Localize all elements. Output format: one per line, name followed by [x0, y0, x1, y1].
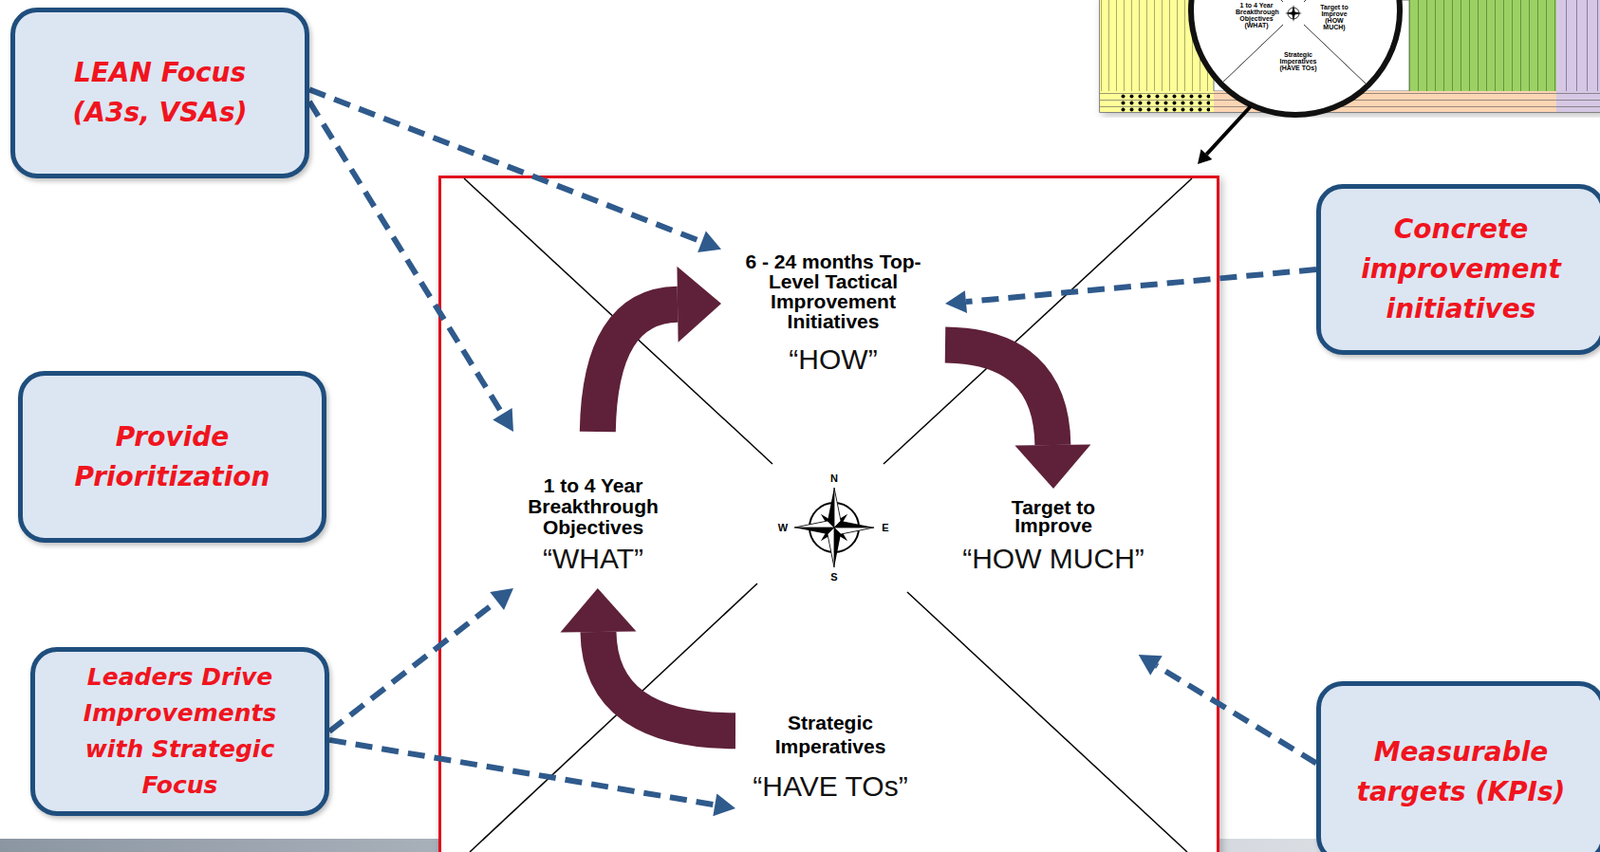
quadrant-heading: 1 to 4 Year Breakthrough Objectives	[521, 475, 665, 539]
compass-rose	[794, 487, 875, 568]
pointer-line	[329, 601, 498, 732]
pointer-arrowhead	[697, 231, 722, 253]
matrix-square	[440, 177, 1219, 852]
quadrant-heading: 6 - 24 months Top-Level Tactical Improve…	[741, 251, 927, 332]
pointer-line	[309, 89, 702, 242]
magnifier-lens	[1190, 0, 1400, 115]
dashed-pointer-arrow	[309, 101, 514, 432]
pointer-line	[329, 740, 715, 805]
callout-box: Leaders Drive Improvements with Strategi…	[30, 647, 330, 817]
mini-diagonal	[1303, 0, 1389, 2]
callout-box: Provide Prioritization	[18, 371, 327, 543]
thumbnail-dots	[1119, 92, 1210, 112]
magnifier-arrow	[1206, 106, 1251, 155]
cycle-arrow	[945, 345, 1091, 490]
mini-diagonal	[1198, 24, 1284, 106]
callout-text: LEAN Focus (A3s, VSAs)	[41, 53, 279, 133]
thumbnail-grid	[1556, 0, 1600, 92]
dashed-pointer-arrow	[329, 740, 736, 817]
cycle-arrowhead	[559, 588, 636, 633]
dashed-pointer-arrow	[945, 269, 1317, 314]
magnifier-arrowhead	[1197, 148, 1212, 165]
mini-compass	[1284, 4, 1303, 22]
mini-quadrant-text: Strategic Imperatives (HAVE TOs)	[1276, 51, 1321, 72]
thumbnail-green	[1409, 0, 1557, 92]
cycle-arrowhead	[1014, 444, 1091, 489]
callout-box: Measurable targets (KPIs)	[1316, 681, 1600, 852]
compass-letter: N	[824, 472, 844, 484]
dashed-pointer-arrow	[309, 89, 722, 253]
compass-shade	[794, 520, 835, 528]
quadrant-keyword: “WHAT”	[542, 541, 644, 577]
compass-shade	[834, 527, 875, 535]
quadrant-keyword: “HOW MUCH”	[962, 541, 1145, 577]
callout-text: Measurable targets (KPIs)	[1347, 732, 1575, 813]
callout-text: Concrete improvement initiatives	[1347, 209, 1575, 330]
quadrant-how: 6 - 24 months Top-Level Tactical Improve…	[721, 241, 946, 390]
cycle-arrow-body	[597, 632, 736, 731]
dashed-pointer-arrow	[329, 588, 514, 732]
matrix-diagonal	[469, 583, 758, 852]
quadrant-keyword: “HAVE TOs”	[752, 769, 908, 804]
pointer-arrowhead	[712, 793, 736, 817]
mini-diagonal	[1198, 0, 1284, 2]
callout-box: Concrete improvement initiatives	[1316, 184, 1600, 355]
quadrant-what: 1 to 4 Year Breakthrough Objectives“WHAT…	[479, 431, 707, 589]
cycle-arrow	[597, 266, 722, 432]
cycle-arrowhead	[676, 266, 722, 343]
quadrant-heading: Target to Improve	[1005, 498, 1101, 535]
pointer-arrowhead	[492, 408, 514, 432]
quadrant-keyword: “HOW”	[788, 342, 877, 377]
compass-letter: E	[875, 521, 895, 534]
cycle-arrow-body	[597, 304, 678, 432]
compass-letter: S	[824, 571, 844, 583]
compass-shade	[834, 487, 841, 528]
compass-star	[794, 487, 875, 568]
matrix-diagonal	[464, 178, 773, 465]
callout-text: Provide Prioritization	[49, 417, 296, 498]
pointer-line	[966, 269, 1317, 302]
thumbnail-grid	[1409, 0, 1557, 92]
callout-text: Leaders Drive Improvements with Strategi…	[61, 659, 298, 804]
matrix-diagonal	[907, 592, 1188, 852]
cycle-arrow-body	[945, 345, 1053, 447]
matrix-diagonal	[883, 178, 1192, 465]
callout-box: LEAN Focus (A3s, VSAs)	[10, 7, 310, 179]
thumbnail-purple	[1556, 0, 1600, 92]
mini-quadrant-text: Target to Improve (HOW MUCH)	[1314, 3, 1355, 31]
compass-shade	[827, 527, 835, 568]
quadrant-heading: Strategic Imperatives	[771, 710, 891, 759]
quadrant-have-tos: Strategic Imperatives “HAVE TOs”	[735, 706, 926, 817]
pointer-arrowhead	[489, 588, 514, 611]
cycle-arrow	[559, 588, 736, 731]
magnifier-content	[1198, 0, 1389, 106]
quadrant-how-much: Target to Improve “HOW MUCH”	[944, 488, 1163, 655]
pointer-arrowhead	[945, 290, 968, 314]
mini-quadrant-text: 1 to 4 Year Breakthrough Objectives (WHA…	[1235, 1, 1278, 29]
pointer-line	[1155, 665, 1317, 763]
pointer-arrowhead	[1138, 654, 1163, 676]
compass-letter: W	[773, 521, 793, 534]
pointer-line	[309, 101, 503, 414]
dashed-pointer-arrow	[1138, 654, 1317, 763]
